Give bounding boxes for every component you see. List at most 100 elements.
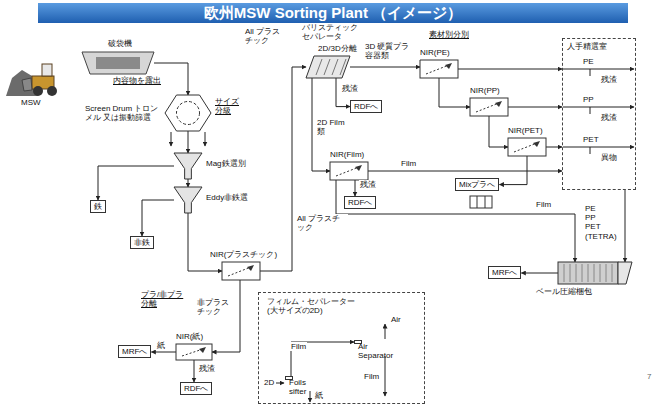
flow-arrow: [489, 116, 508, 147]
shape-outline: [420, 60, 458, 78]
nir-flap-head: [247, 265, 254, 271]
flow-label: PP: [582, 95, 595, 104]
baler-rib: [582, 264, 583, 282]
flow-arrow: [355, 180, 356, 196]
node-text: Air Separator: [358, 342, 393, 360]
hopper-inner: [96, 57, 140, 69]
reject-chute: [590, 107, 591, 114]
shape-outline: [306, 56, 350, 78]
annotation-label: 残渣: [600, 75, 618, 84]
node-text: 2D/3D分離: [318, 44, 357, 53]
node-text: サイズ 分級: [215, 97, 249, 115]
picking-belts: [563, 69, 634, 154]
node-text: RDFへ: [354, 102, 378, 111]
nir-outline: [470, 98, 508, 116]
nir-sorter: NIR(PET): [508, 138, 546, 156]
node-text: ベール圧縮梱包: [536, 287, 592, 296]
nir-outline: [420, 60, 458, 78]
nir-flap-head: [533, 141, 540, 147]
flow-label: Film: [290, 342, 307, 351]
flow-label: All プラスチック: [296, 214, 348, 232]
nir-outline: [222, 262, 260, 280]
nir-flap-head: [355, 165, 362, 171]
flow-arrow: [350, 67, 420, 68]
nir-flap: [514, 143, 537, 152]
node-text: NIR(PE): [420, 48, 450, 57]
annotation-label: 残渣: [600, 113, 618, 122]
flow-label: 紙: [156, 341, 166, 350]
annotation-label: 素材別分別: [428, 30, 470, 39]
flow-label: PET: [582, 135, 600, 144]
node-text: 破袋機: [108, 39, 132, 48]
wheel-loader: [6, 64, 57, 96]
nir-flap: [228, 267, 251, 276]
flow-label: PE: [582, 57, 595, 66]
loader-wheel: [47, 86, 57, 96]
oversize-outlet: [205, 132, 206, 146]
flow-label: 2D Film類: [316, 118, 346, 136]
nir-outline: [330, 162, 368, 180]
node-text: Foils sifter: [289, 378, 306, 396]
shape-outline: [222, 262, 260, 280]
nir-flap: [476, 103, 499, 112]
output-box: 非鉄: [130, 236, 154, 249]
deck-paddle: [332, 59, 338, 75]
flow-arrow: [188, 179, 189, 187]
node-text: バリスティック セパレータ: [302, 23, 366, 41]
flow-arrow: [368, 171, 562, 172]
nir-flap: [426, 65, 449, 74]
flow-arrow: [151, 352, 176, 353]
annotation-label: All プラスチック: [244, 27, 286, 45]
baler-rib: [570, 264, 571, 282]
picking-room: 人手精選室: [562, 38, 636, 190]
node-text: RDFへ: [184, 384, 208, 393]
hopper-outline: [82, 52, 154, 74]
flow-arrow: [625, 190, 626, 262]
reject-chute: [590, 147, 591, 154]
node-text: 非鉄: [134, 238, 150, 247]
destination-box: MRFへ: [488, 266, 521, 279]
node-text: NIR(PP): [470, 86, 500, 95]
flow-label: 残渣: [341, 84, 359, 93]
shape-outline: [174, 153, 202, 179]
paper-outlet: [310, 391, 311, 402]
shape-outline: [176, 344, 212, 360]
flow-arrow: [291, 342, 354, 376]
bag-opener: 破袋機: [82, 52, 154, 74]
baler-rib: [594, 264, 595, 282]
annotation-label: プラ/非プラ 分離: [140, 290, 194, 308]
shape-outline: [330, 162, 368, 180]
deck-paddle: [340, 59, 346, 75]
funnel-outline: [174, 187, 202, 213]
inlet-arrow: [276, 383, 284, 384]
film-outlet: [385, 356, 386, 396]
title-text: 欧州MSW Sorting Plant （イメージ）: [204, 4, 462, 21]
annotation-label: 2D: [263, 378, 275, 387]
process-box: Foils sifter: [285, 376, 293, 380]
flow-label: Film: [535, 200, 552, 209]
picking-belt: [563, 69, 634, 70]
destination-box: MRFへ: [118, 345, 151, 358]
flow-arrow: [439, 78, 470, 107]
nir-sorter: NIR(PE): [420, 60, 458, 78]
flow-label: 残渣: [198, 364, 216, 373]
process-box: Air Separator: [354, 340, 362, 344]
nir-sorter: NIR(Film): [330, 162, 368, 180]
bin-rib: [477, 196, 478, 208]
node-text: 人手精選室: [567, 42, 607, 51]
output-box: 鉄: [90, 200, 106, 213]
loader-wheel: [33, 86, 43, 96]
node-text: Mag鉄選別: [206, 159, 246, 168]
drum-outline: [165, 95, 211, 131]
flow-arrow: [546, 147, 562, 148]
destination-box: RDFへ: [180, 382, 212, 395]
node-text: NIR(プラスチック): [210, 250, 277, 259]
node-text: Mixプラへ: [459, 180, 495, 189]
shape-outline: [558, 262, 632, 284]
baler-body: [558, 262, 618, 284]
separator-deck: [306, 56, 350, 78]
node-text: NIR(PET): [508, 126, 543, 135]
nir-outline: [508, 138, 546, 156]
flow-label: 非プラスチック: [196, 298, 236, 316]
